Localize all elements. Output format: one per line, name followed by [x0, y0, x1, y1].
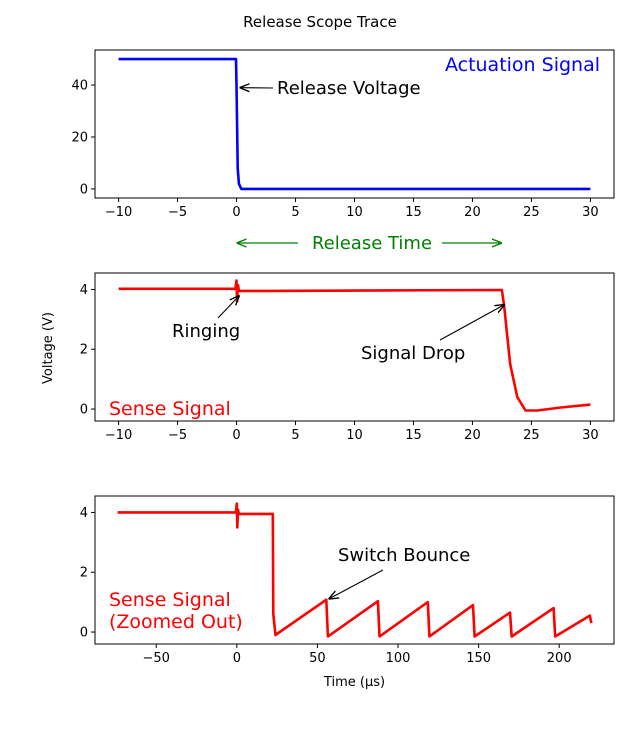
annotation-arrow	[328, 569, 384, 599]
y-tick-label: 4	[80, 283, 88, 298]
x-tick-label: 200	[547, 651, 572, 666]
signal-series-line	[118, 279, 591, 412]
series-label: Actuation Signal	[445, 54, 600, 76]
x-tick-label: 20	[464, 205, 481, 220]
x-tick-label: 0	[233, 651, 241, 666]
x-tick-label: 25	[523, 205, 540, 220]
annotation-label: Ringing	[172, 321, 240, 342]
x-tick-label: 5	[291, 205, 299, 220]
y-tick-label: 0	[80, 626, 88, 641]
axes-frame	[94, 495, 615, 645]
y-tick-label: 20	[71, 130, 88, 145]
annotation-arrow	[439, 304, 505, 341]
x-tick-label: 10	[346, 428, 363, 443]
y-tick-label: 2	[80, 343, 88, 358]
x-tick-label: 30	[582, 428, 599, 443]
x-tick-label: 50	[309, 651, 326, 666]
x-tick-label: −50	[143, 651, 170, 666]
x-tick-label: 15	[405, 428, 422, 443]
signal-series-line	[118, 57, 591, 191]
annotation-label: Release Voltage	[277, 78, 421, 99]
x-tick-label: −10	[105, 205, 132, 220]
x-tick-label: 0	[232, 205, 240, 220]
figure-title: Release Scope Trace	[243, 13, 397, 31]
y-tick-label: 4	[80, 506, 88, 521]
series-label: Sense Signal(Zoomed Out)	[109, 589, 243, 633]
annotation-label: Switch Bounce	[338, 545, 470, 566]
x-tick-label: 5	[291, 428, 299, 443]
x-tick-label: −5	[168, 205, 187, 220]
annotation-label: Signal Drop	[361, 343, 465, 364]
release-time-label: Release Time	[312, 233, 432, 254]
y-tick-label: 0	[80, 182, 88, 197]
release-time-annotation: Release Time	[236, 233, 502, 254]
x-tick-label: −5	[168, 428, 187, 443]
y-axis-label: Voltage (V)	[41, 312, 56, 384]
x-tick-label: 15	[405, 205, 422, 220]
actuation-panel: −10 −5 0 5 10 15 20 25 30 0 20 40 Actuation SignalRe…	[71, 49, 615, 220]
x-tick-label: −10	[105, 428, 132, 443]
y-tick-label: 2	[80, 566, 88, 581]
y-tick-label: 0	[80, 403, 88, 418]
x-axis-label: Time (μs)	[323, 675, 385, 690]
annotation-arrow	[217, 295, 240, 319]
x-tick-label: 20	[464, 428, 481, 443]
x-tick-label: 10	[346, 205, 363, 220]
x-tick-label: 25	[523, 428, 540, 443]
x-tick-label: 0	[232, 428, 240, 443]
y-tick-label: 40	[71, 79, 88, 94]
x-tick-label: 100	[386, 651, 411, 666]
x-tick-label: 150	[466, 651, 491, 666]
signal-series-line	[117, 502, 593, 638]
x-tick-label: 30	[582, 205, 599, 220]
series-label: Sense Signal	[109, 398, 231, 420]
